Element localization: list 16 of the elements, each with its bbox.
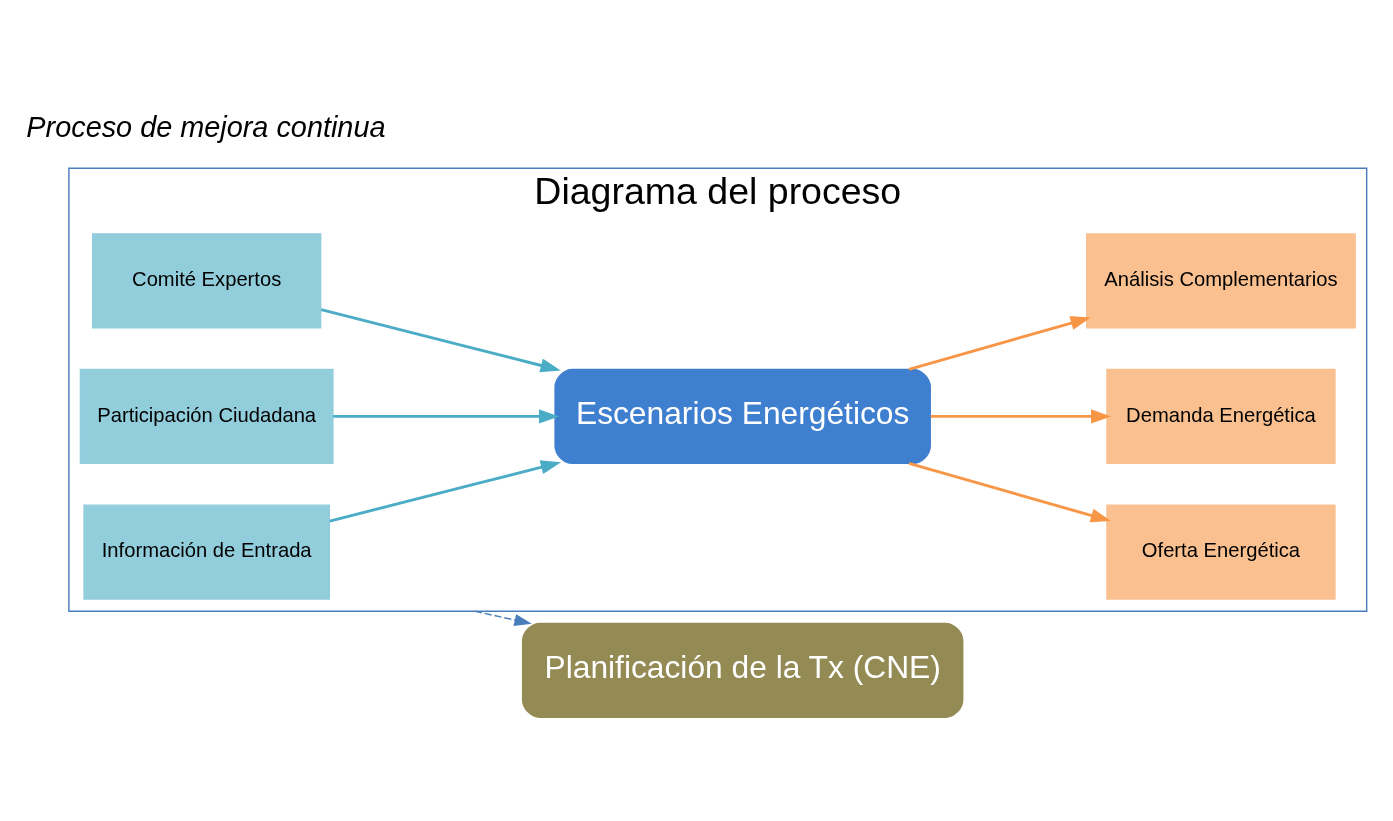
label: Proceso de mejora continua [26, 110, 386, 143]
arrow [930, 408, 1112, 423]
arrow [473, 609, 532, 626]
node-box: Información de Entrada [83, 503, 331, 600]
arrow [908, 461, 1111, 522]
arrow [333, 408, 560, 423]
node-box: Oferta Energética [1106, 503, 1336, 600]
node-box: Escenarios Energéticos [554, 368, 931, 464]
arrow [908, 315, 1091, 371]
node-box: Participación Ciudadana [79, 368, 334, 464]
arrow [320, 307, 561, 372]
node-box: Comité Expertos [92, 232, 322, 328]
node-box: Análisis Complementarios [1086, 232, 1356, 328]
node-box: Demanda Energética [1106, 368, 1336, 464]
arrow [329, 459, 562, 522]
node-box: Planificación de la Tx (CNE) [521, 622, 964, 718]
